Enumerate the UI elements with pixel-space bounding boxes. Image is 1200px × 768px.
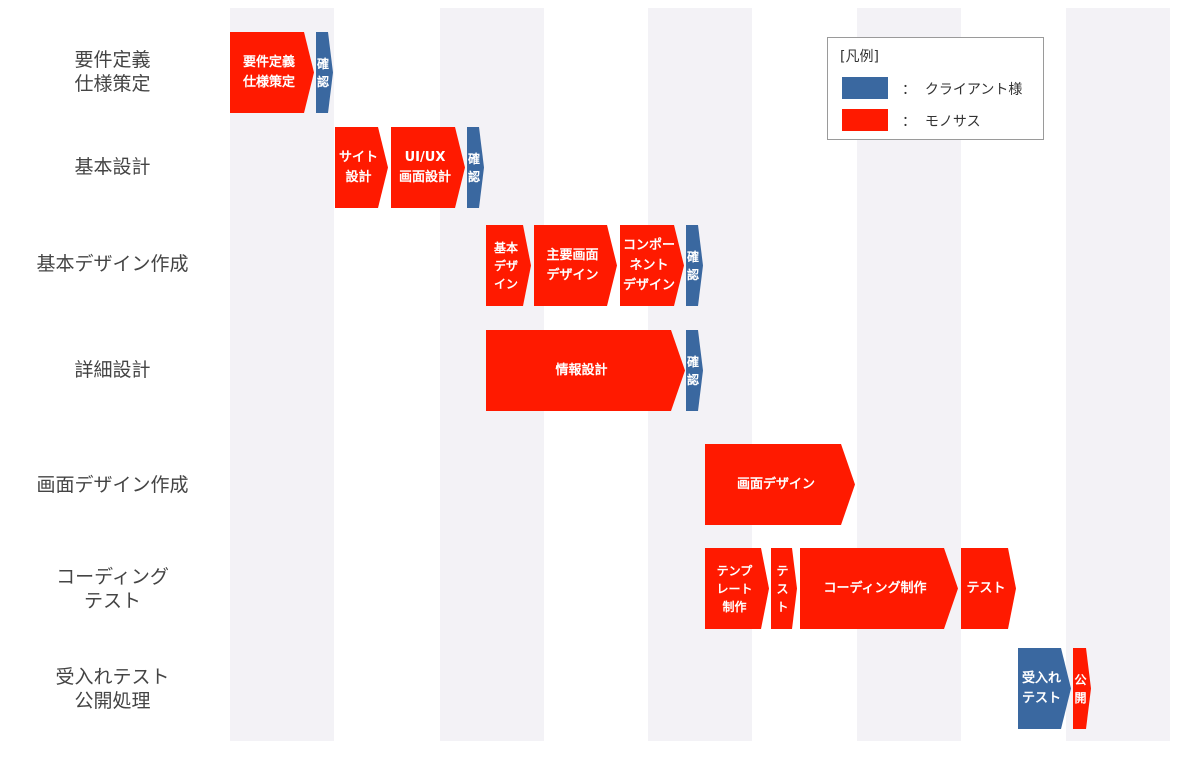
task-arrow (620, 225, 684, 306)
task-arrow (467, 127, 484, 208)
task-arrow (705, 548, 769, 629)
task-label: 画面デザイン (736, 476, 815, 492)
task-bar: 確 認 (686, 225, 703, 306)
task-arrow (961, 548, 1016, 629)
task-arrow-shape (705, 548, 769, 629)
task-label: UI/UX 画面設計 (398, 149, 451, 185)
task-label: テスト (966, 580, 1006, 596)
task-label: 受入れ テスト (1021, 670, 1061, 706)
task-label: 主要画面 デザイン (546, 247, 599, 283)
task-arrow (800, 548, 958, 629)
task-bar: UI/UX 画面設計 (391, 127, 465, 208)
task-arrow-shape (686, 225, 703, 306)
task-bar: コンポー ネント デザイン (620, 225, 684, 306)
task-label: テ ス ト (776, 563, 789, 614)
timeline-column-5 (1066, 8, 1170, 741)
task-arrow (486, 225, 531, 306)
legend-label-mono: ： モノサス (902, 114, 981, 130)
task-arrow (771, 548, 797, 629)
phase-label: 詳細設計 (74, 359, 151, 381)
task-arrow-shape (1073, 648, 1091, 729)
legend-swatch-client (842, 77, 888, 99)
task-label: コンポー ネント デザイン (622, 237, 675, 293)
task-label: テンプ レート 制作 (716, 563, 753, 614)
legend-swatch-mono (842, 109, 888, 131)
task-arrow-shape (467, 127, 484, 208)
phase-label: 要件定義 仕様策定 (74, 48, 151, 95)
task-label: サイト 設計 (338, 149, 378, 185)
task-bar: 主要画面 デザイン (534, 225, 617, 306)
task-bar: 基本 デザ イン (486, 225, 531, 306)
task-bar: 確 認 (467, 127, 484, 208)
task-label: 確 認 (686, 354, 699, 387)
task-arrow (316, 32, 333, 113)
task-arrow-shape (534, 225, 617, 306)
task-bar: テスト (961, 548, 1016, 629)
task-arrow (686, 225, 703, 306)
task-arrow-shape (771, 548, 797, 629)
task-bar: 確 認 (316, 32, 333, 113)
task-bar: 確 認 (686, 330, 703, 411)
task-arrow (230, 32, 314, 113)
task-label: 確 認 (686, 249, 699, 282)
task-arrow-shape (705, 444, 855, 525)
task-arrow (705, 444, 855, 525)
timeline-column-1 (230, 8, 334, 741)
task-arrow-shape (335, 127, 388, 208)
task-arrow-shape (486, 225, 531, 306)
task-bar: 画面デザイン (705, 444, 855, 525)
task-bar: テンプ レート 制作 (705, 548, 769, 629)
task-bar: 公 開 (1073, 648, 1091, 729)
task-arrow-shape (961, 548, 1016, 629)
task-arrow-shape (620, 225, 684, 306)
task-label: 情報設計 (555, 362, 608, 378)
task-arrow (335, 127, 388, 208)
task-bar: 情報設計 (486, 330, 685, 411)
phase-label: 受入れテスト 公開処理 (55, 665, 170, 712)
task-label: 基本 デザ イン (493, 240, 518, 291)
task-arrow (1018, 648, 1071, 729)
task-label: 確 認 (316, 56, 329, 89)
task-arrow-shape (316, 32, 333, 113)
task-label: コーディング制作 (823, 580, 927, 596)
task-bar: 受入れ テスト (1018, 648, 1071, 729)
phase-label: 基本デザイン作成 (36, 253, 189, 275)
task-arrow (534, 225, 617, 306)
task-label: 確 認 (467, 151, 480, 184)
task-label: 要件定義 仕様策定 (242, 54, 295, 90)
task-arrow (391, 127, 465, 208)
phase-label: 基本設計 (74, 156, 151, 178)
task-arrow-shape (230, 32, 314, 113)
task-arrow-shape (800, 548, 958, 629)
task-bar: サイト 設計 (335, 127, 388, 208)
phase-label: コーディング テスト (56, 565, 169, 612)
task-arrow (1073, 648, 1091, 729)
task-arrow (686, 330, 703, 411)
task-arrow (486, 330, 685, 411)
task-arrow-shape (391, 127, 465, 208)
task-bar: コーディング制作 (800, 548, 958, 629)
task-bar: テ ス ト (771, 548, 797, 629)
task-arrow-shape (1018, 648, 1071, 729)
task-bar: 要件定義 仕様策定 (230, 32, 314, 113)
task-arrow-shape (686, 330, 703, 411)
phase-label: 画面デザイン作成 (36, 474, 189, 496)
legend-label-client: ： クライアント様 (902, 82, 1023, 98)
legend-title: [凡例] (840, 49, 879, 65)
task-label: 公 開 (1074, 672, 1087, 705)
legend: [凡例] ： クライアント様 ： モノサス (827, 37, 1044, 140)
task-arrow-shape (486, 330, 685, 411)
